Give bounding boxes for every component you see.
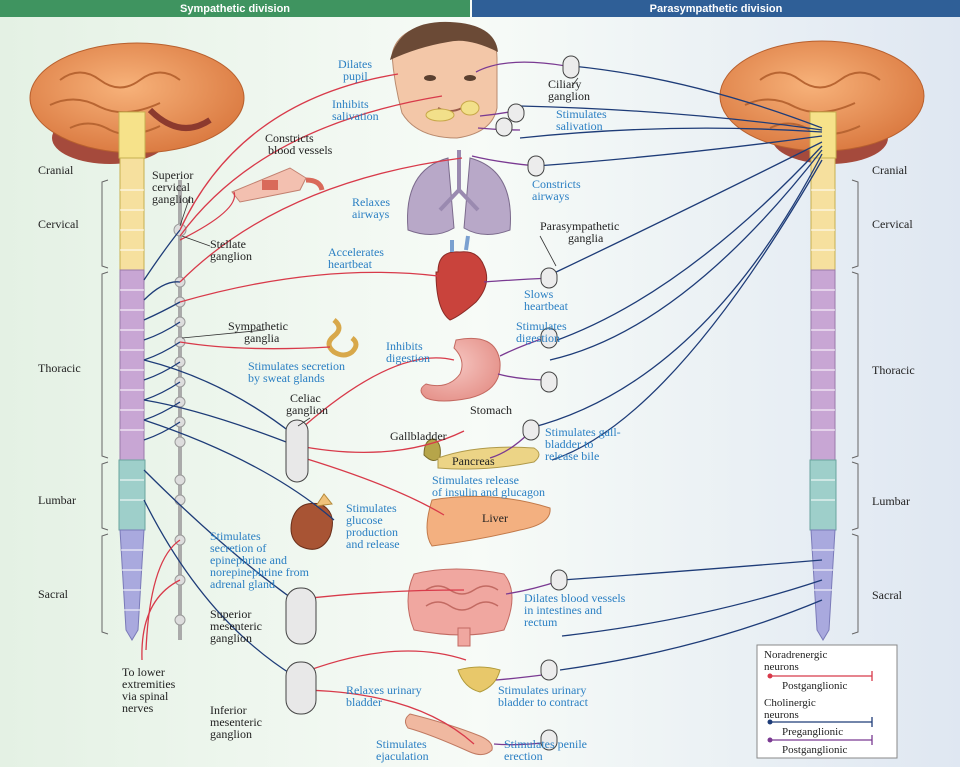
legend-cholinergic-postganglionic: Postganglionic (782, 744, 848, 756)
superior-mesenteric-ganglion-shape (285, 587, 317, 645)
intestines-illustration (407, 568, 513, 647)
constricts-blood-vessels-label: Constricts blood vessels (265, 131, 333, 157)
effect-inhibits-digestion: Inhibits digestion (386, 339, 430, 365)
inferior-mesenteric-ganglion-shape (285, 661, 317, 715)
sympathetic-postganglionic-fibers (141, 73, 475, 745)
prevertebral-ganglia (285, 419, 317, 715)
kidney-adrenal-illustration (290, 493, 333, 550)
superior-mesenteric-ganglion-label: Superior mesenteric ganglion (210, 607, 265, 645)
to-lower-extremities-label: To lower extremities via spinal nerves (122, 665, 178, 715)
region-label-cranial-right: Cranial (872, 163, 908, 177)
sweat-gland-illustration (326, 318, 359, 358)
parasympathetic-header: Parasympathetic division (650, 3, 783, 15)
parasympathetic-ganglia (495, 55, 580, 751)
effect-dilates-pupil: Dilates pupil (338, 57, 375, 83)
effect-stimulates-digestion: Stimulates digestion (516, 319, 570, 345)
effect-stimulates-gallbladder: Stimulates gall- bladder to release bile (545, 425, 624, 463)
effect-stimulates-epinephrine: Stimulates secretion of epinephrine and … (210, 529, 312, 591)
sympathetic-preganglionic-fibers (143, 229, 335, 677)
region-label-lumbar-right: Lumbar (872, 494, 910, 508)
parasympathetic-ganglia-label: Parasympathetic ganglia (540, 219, 622, 245)
effect-constricts-airways: Constricts airways (532, 177, 584, 203)
effect-stimulates-glucose: Stimulates glucose production and releas… (346, 501, 401, 551)
superior-cervical-ganglion-label: Superior cervical ganglion (152, 168, 196, 206)
celiac-ganglion-label: Celiac ganglion (286, 391, 328, 417)
ciliary-ganglion-label: Ciliary ganglion (548, 77, 590, 103)
effect-dilates-intestinal-vessels: Dilates blood vessels in intestines and … (524, 591, 628, 629)
region-brackets (101, 179, 859, 635)
effect-accelerates-heartbeat: Accelerates heartbeat (328, 245, 387, 271)
blood-vessels-illustration (231, 167, 325, 203)
stomach-label: Stomach (470, 403, 512, 417)
effect-stimulates-ejaculation: Stimulates ejaculation (376, 737, 430, 763)
liver-illustration (426, 495, 551, 547)
region-label-thoracic-right: Thoracic (872, 363, 915, 377)
parasympathetic-header-bar (472, 0, 960, 17)
legend-cholinergic: Cholinergic neurons (764, 697, 818, 721)
region-label-sacral-left: Sacral (38, 587, 69, 601)
inferior-mesenteric-ganglion-label: Inferior mesenteric ganglion (210, 703, 265, 741)
sympathetic-ganglia-label: Sympathetic ganglia (228, 319, 291, 345)
sympathetic-header: Sympathetic division (180, 3, 290, 15)
gallbladder-pancreas-illustration (423, 438, 540, 470)
effect-stimulates-erection: Stimulates penile erection (504, 737, 590, 763)
legend-cholinergic-preganglionic: Preganglionic (782, 726, 843, 738)
region-label-cervical-left: Cervical (38, 217, 79, 231)
region-label-sacral-right: Sacral (872, 588, 903, 602)
penis-illustration (404, 713, 493, 756)
stomach-illustration (420, 337, 501, 402)
pancreas-label: Pancreas (452, 454, 495, 468)
region-label-cranial-left: Cranial (38, 163, 74, 177)
parasympathetic-preganglionic-fibers (519, 65, 823, 671)
effect-relaxes-airways: Relaxes airways (352, 195, 393, 221)
head-face-illustration (390, 21, 498, 139)
legend: Noradrenergic neurons Postganglionic Cho… (756, 644, 898, 759)
stellate-ganglion-label: Stellate ganglion (210, 237, 252, 263)
effect-stimulates-sweat: Stimulates secretion by sweat glands (248, 359, 348, 385)
lungs-illustration (407, 150, 511, 235)
gallbladder-label: Gallbladder (390, 429, 447, 443)
legend-noradrenergic-postganglionic: Postganglionic (782, 680, 848, 692)
region-label-cervical-right: Cervical (872, 217, 913, 231)
legend-noradrenergic: Noradrenergic neurons (764, 649, 830, 673)
region-label-thoracic-left: Thoracic (38, 361, 81, 375)
right-spinal-cord (809, 111, 837, 641)
left-spinal-cord (118, 111, 146, 641)
effect-slows-heartbeat: Slows heartbeat (524, 287, 569, 313)
effect-stimulates-insulin: Stimulates release of insulin and glucag… (432, 473, 545, 499)
effect-relaxes-urinary-bladder: Relaxes urinary bladder (346, 683, 425, 709)
urinary-bladder-illustration (457, 666, 501, 693)
effect-stimulates-salivation: Stimulates salivation (556, 107, 610, 133)
liver-label: Liver (482, 511, 508, 525)
heart-illustration (435, 235, 488, 321)
effect-stimulates-bladder-contract: Stimulates urinary bladder to contract (498, 683, 589, 709)
sympathetic-header-bar (0, 0, 470, 17)
leader-lines (179, 77, 579, 427)
effect-inhibits-salivation: Inhibits salivation (332, 97, 379, 123)
region-label-lumbar-left: Lumbar (38, 493, 76, 507)
celiac-ganglion-shape (285, 419, 309, 483)
